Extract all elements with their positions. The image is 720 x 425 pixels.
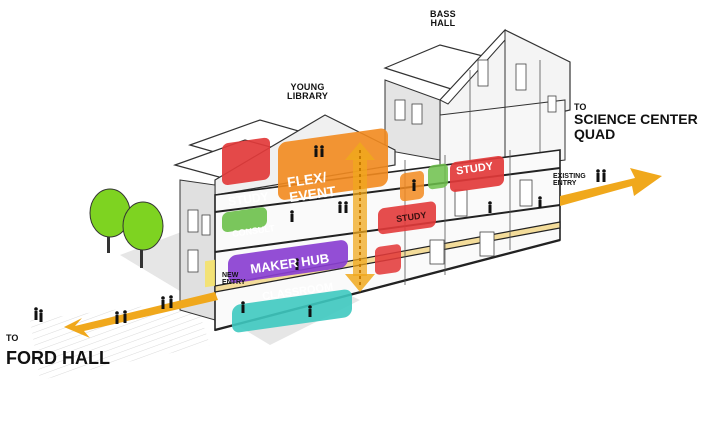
- label-to-ford-hall: TO FORD HALL: [6, 333, 110, 369]
- label-new-entry: NEW ENTRY: [222, 272, 245, 287]
- label-line: YOUNG: [290, 82, 325, 92]
- arrow-to-science-center: [560, 168, 662, 206]
- tree-trunk: [107, 225, 110, 253]
- label-young-library: YOUNG LIBRARY: [287, 82, 329, 102]
- zone-green-small: [428, 163, 448, 190]
- zone-label-flex-event: FLEX/ EVENT: [286, 169, 337, 205]
- label-line: LIBRARY: [287, 91, 329, 102]
- label-line: EXISTING: [553, 173, 586, 180]
- label-line: HALL: [430, 18, 456, 29]
- zone-study-right: [450, 155, 504, 192]
- zone-study-left: [222, 137, 270, 186]
- label-line: ENTRY: [553, 180, 577, 188]
- zone-classroom: [232, 289, 352, 333]
- label-line: NEW: [222, 272, 239, 279]
- label-existing-entry: EXISTING ENTRY: [553, 173, 586, 188]
- label-to-prefix: TO: [6, 333, 19, 343]
- tree-canopy: [122, 201, 164, 251]
- zone-orange-small: [400, 171, 424, 202]
- zone-maker-hub: [228, 240, 348, 283]
- label-line: SCIENCE CENTER: [574, 111, 698, 128]
- path-arrows: [64, 168, 662, 338]
- label-line: ENTRY: [222, 279, 246, 287]
- zone-red-small: [375, 244, 401, 275]
- people-silhouettes: [34, 145, 606, 324]
- zone-study-mid: [378, 201, 436, 235]
- label-line: QUAD: [574, 126, 616, 143]
- trees: [89, 188, 164, 268]
- label-to-science-center: TO SCIENCE CENTER QUAD: [574, 102, 698, 143]
- tree-trunk: [140, 238, 143, 268]
- label-line: BASS: [430, 9, 456, 19]
- label-to-prefix: TO: [574, 102, 587, 112]
- label-bass-hall: BASS HALL: [430, 9, 456, 29]
- ground-hatch: [30, 300, 210, 380]
- zone-consult: [222, 207, 267, 233]
- vertical-circulation-arrow: [345, 142, 375, 292]
- bass-hall-building: [383, 28, 571, 176]
- label-line: FORD HALL: [6, 348, 110, 369]
- arrow-to-ford-hall: [64, 292, 218, 338]
- entry-marker: [205, 259, 215, 288]
